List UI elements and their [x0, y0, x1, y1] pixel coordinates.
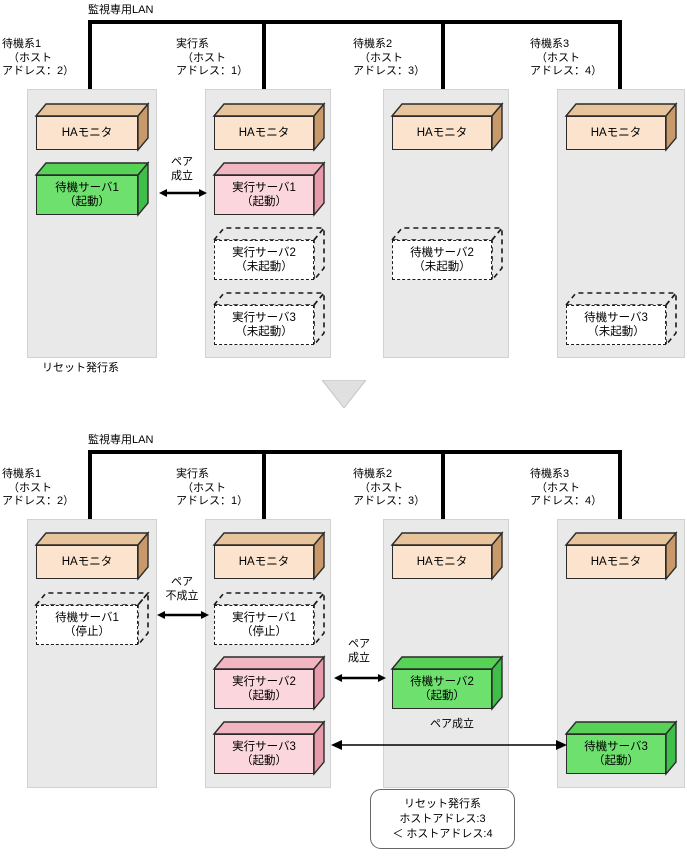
- ha-monitor-box-bottom-4: HAモニタ: [564, 531, 678, 581]
- callout-line-3: ＜ ホストアドレス:4: [392, 827, 493, 840]
- pair-connector-arrow-bottom-1: [157, 611, 209, 619]
- node-heading-top-1: 待機系1 （ホスト アドレス：2）: [2, 38, 75, 77]
- ha-monitor-label: HAモニタ: [566, 116, 666, 150]
- lan-drop-top-1: [88, 20, 92, 90]
- ha-monitor-box-top-3: HAモニタ: [390, 102, 504, 152]
- server-label: 実行サーバ1 （起動）: [214, 175, 314, 215]
- ha-monitor-box-top-4: HAモニタ: [564, 102, 678, 152]
- server-label: 実行サーバ1 （停止）: [214, 605, 314, 645]
- ha-monitor-label: HAモニタ: [392, 545, 492, 579]
- server-box-top-active3: 実行サーバ3 （未起動）: [212, 290, 326, 348]
- lan-drop-top-3: [441, 20, 445, 90]
- callout-line-1: リセット発行系: [404, 797, 481, 810]
- pair-connector-label-top-1: ペア 成立: [171, 156, 193, 182]
- server-box-top-active1: 実行サーバ1 （起動）: [212, 161, 326, 217]
- ha-monitor-label: HAモニタ: [214, 116, 314, 150]
- ha-monitor-box-bottom-3: HAモニタ: [390, 531, 504, 581]
- ha-monitor-box-bottom-1: HAモニタ: [34, 531, 150, 581]
- ha-monitor-label: HAモニタ: [566, 545, 666, 579]
- lan-bus-horizontal-top: [88, 20, 622, 24]
- node-heading-bottom-2: 実行系 （ホスト アドレス：1）: [176, 468, 249, 507]
- server-box-top-active2: 実行サーバ2 （未起動）: [212, 225, 326, 283]
- pair-connector-arrow-bottom-3: [331, 740, 567, 750]
- node-heading-bottom-4: 待機系3 （ホスト アドレス：4）: [530, 468, 603, 507]
- pair-connector-arrow-top-1: [159, 189, 207, 197]
- server-box-bottom-standby3: 待機サーバ3 （起動）: [564, 720, 678, 776]
- server-label: 待機サーバ1 （起動）: [36, 175, 138, 215]
- lan-label-top: 監視専用LAN: [88, 4, 154, 16]
- lan-drop-bottom-1: [88, 450, 92, 520]
- ha-monitor-box-top-2: HAモニタ: [212, 102, 326, 152]
- lan-drop-top-4: [618, 20, 622, 90]
- lan-drop-bottom-2: [262, 450, 266, 520]
- server-box-bottom-active3: 実行サーバ3 （起動）: [212, 720, 326, 776]
- lan-bus-horizontal-bottom: [88, 450, 622, 454]
- lan-drop-bottom-3: [441, 450, 445, 520]
- server-label: 待機サーバ2 （起動）: [392, 669, 492, 709]
- reset-issuer-callout: リセット発行系 ホストアドレス:3 ＜ ホストアドレス:4: [370, 789, 515, 849]
- lan-drop-top-2: [262, 20, 266, 90]
- ha-monitor-3d-shading: [34, 102, 150, 152]
- reset-issuer-note-top: リセット発行系: [42, 362, 119, 374]
- ha-monitor-label: HAモニタ: [392, 116, 492, 150]
- server-label: 実行サーバ2 （起動）: [214, 669, 314, 709]
- pair-connector-arrow-bottom-2: [334, 674, 386, 682]
- server-box-top-standby3: 待機サーバ3 （未起動）: [564, 290, 678, 348]
- callout-line-2: ホストアドレス:3: [399, 812, 486, 825]
- ha-monitor-label: HAモニタ: [36, 545, 138, 579]
- ha-monitor-label: HAモニタ: [214, 545, 314, 579]
- node-heading-top-3: 待機系2 （ホスト アドレス：3）: [353, 38, 426, 77]
- ha-monitor-box-bottom-2: HAモニタ: [212, 531, 326, 581]
- ha-monitor-label: HAモニタ: [36, 116, 138, 150]
- lan-label-bottom: 監視専用LAN: [88, 434, 154, 446]
- node-heading-top-2: 実行系 （ホスト アドレス：1）: [176, 38, 249, 77]
- server-label: 実行サーバ3 （未起動）: [214, 305, 314, 345]
- pair-connector-label-bottom-1: ペア 不成立: [165, 576, 199, 602]
- server-box-bottom-standby2: 待機サーバ2 （起動）: [390, 655, 504, 711]
- server-label: 待機サーバ3 （未起動）: [566, 305, 666, 345]
- server-box-top-standby1: 待機サーバ1 （起動）: [34, 161, 150, 217]
- server-label: 待機サーバ2 （未起動）: [392, 240, 492, 280]
- pair-connector-label-bottom-2: ペア 成立: [348, 638, 370, 664]
- ha-monitor-box-top-1: HAモニタ: [34, 102, 150, 152]
- server-box-bottom-active1: 実行サーバ1 （停止）: [212, 590, 326, 648]
- server-box-bottom-standby1: 待機サーバ1 （停止）: [34, 590, 150, 648]
- server-label: 待機サーバ1 （停止）: [36, 605, 138, 645]
- server-label: 実行サーバ2 （未起動）: [214, 240, 314, 280]
- node-heading-bottom-3: 待機系2 （ホスト アドレス：3）: [353, 468, 426, 507]
- node-heading-bottom-1: 待機系1 （ホスト アドレス：2）: [2, 468, 75, 507]
- lan-drop-bottom-4: [618, 450, 622, 520]
- server-box-bottom-active2: 実行サーバ2 （起動）: [212, 655, 326, 711]
- node-heading-top-4: 待機系3 （ホスト アドレス：4）: [530, 38, 603, 77]
- transition-triangle-icon: [322, 380, 366, 408]
- server-box-top-standby2: 待機サーバ2 （未起動）: [390, 225, 504, 283]
- server-label: 実行サーバ3 （起動）: [214, 734, 314, 774]
- server-label: 待機サーバ3 （起動）: [566, 734, 666, 774]
- pair-connector-label-bottom-3: ペア成立: [430, 718, 474, 730]
